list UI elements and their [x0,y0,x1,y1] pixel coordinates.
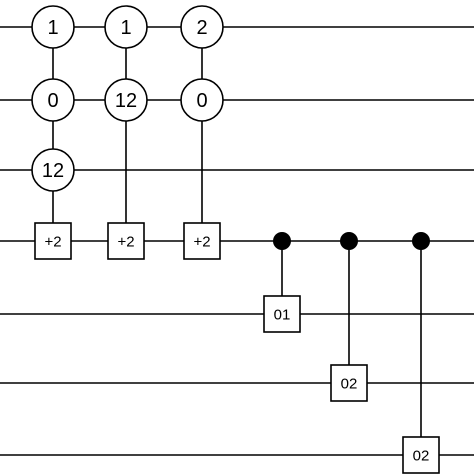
control-value-label: 0 [196,90,207,112]
target-box-label: 02 [413,448,430,465]
control-value-label: 0 [47,90,58,112]
control-value-label: 2 [196,17,207,39]
target-box-label: +2 [193,234,210,251]
control-value-label: 12 [115,90,137,112]
control-circle [104,78,148,122]
control-dot [340,232,358,250]
target-box-label: +2 [117,234,134,251]
control-value-label: 1 [47,17,58,39]
target-box [34,222,72,260]
control-dot [273,232,291,250]
control-circle [180,78,224,122]
target-box [183,222,221,260]
target-box [263,295,301,333]
target-box [107,222,145,260]
control-circle [104,5,148,49]
target-box-label: 01 [274,307,291,324]
control-circle [31,78,75,122]
control-circle [31,148,75,192]
target-box [402,436,440,474]
control-circle [31,5,75,49]
wires-layer [0,26,474,456]
gates-layer: 1 0 12 +2 1 12 +2 2 0 +2 01 02 02 [31,5,440,474]
target-box-label: +2 [44,234,61,251]
control-value-label: 1 [120,17,131,39]
control-circle [180,5,224,49]
target-box [330,364,368,402]
control-value-label: 12 [42,160,64,182]
control-dot [412,232,430,250]
connectors-layer [52,27,422,455]
target-box-label: 02 [341,376,358,393]
